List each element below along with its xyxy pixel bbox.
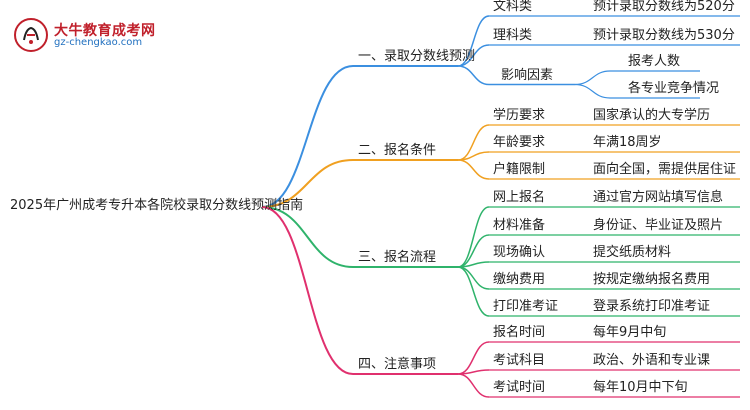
child-label: 影响因素 <box>501 67 554 83</box>
root-topic: 2025年广州成考专升本各院校录取分数线预测指南 <box>10 198 304 213</box>
leaf-value: 国家承认的大专学历 <box>593 108 711 123</box>
child-label: 材料准备 <box>493 218 546 233</box>
child-label: 考试科目 <box>493 353 546 368</box>
logo-name: 大牛教育成考网 <box>54 23 156 39</box>
child-label: 年龄要求 <box>493 135 546 150</box>
leaf-value: 每年10月中下旬 <box>593 380 688 395</box>
logo-url: gz-chengkao.com <box>54 37 143 48</box>
child-connector <box>457 234 490 268</box>
child-label: 理科类 <box>493 28 533 43</box>
leaf-value: 身份证、毕业证及照片 <box>593 218 724 233</box>
leaf-connector <box>574 70 611 86</box>
branch-connector <box>261 206 354 268</box>
child-label: 打印准考证 <box>493 299 559 314</box>
child-connector <box>457 65 490 86</box>
leaf-value: 年满18周岁 <box>593 135 662 150</box>
child-connector <box>457 159 490 180</box>
branch-connector <box>261 206 354 375</box>
logo-mark-icon <box>14 18 48 52</box>
child-label: 考试时间 <box>493 380 546 395</box>
leaf-value: 各专业竞争情况 <box>628 81 720 96</box>
leaf-value: 按规定缴纳报名费用 <box>593 272 711 287</box>
leaf-value: 提交纸质材料 <box>593 245 672 260</box>
leaf-value: 预计录取分数线为520分 <box>593 0 735 14</box>
child-connector <box>457 266 490 290</box>
branch-connector <box>261 159 354 208</box>
leaf-value: 通过官方网站填写信息 <box>593 190 724 205</box>
branch-connector <box>261 65 354 208</box>
leaf-value: 登录系统打印准考证 <box>593 299 711 314</box>
child-connector <box>457 341 490 375</box>
child-label: 现场确认 <box>493 245 546 260</box>
child-connector <box>457 15 490 67</box>
child-connector <box>457 44 490 67</box>
branch-label: 一、录取分数线预测 <box>358 49 476 64</box>
child-label: 户籍限制 <box>493 162 546 177</box>
leaf-value: 报考人数 <box>628 54 681 69</box>
leaf-value: 面向全国，需提供居住证 <box>593 162 737 177</box>
site-logo: 大牛教育成考网 gz-chengkao.com <box>14 18 164 52</box>
leaf-connector <box>574 83 611 99</box>
leaf-value: 每年9月中旬 <box>593 325 667 340</box>
child-connector <box>457 206 490 268</box>
leaf-value: 政治、外语和专业课 <box>593 353 711 368</box>
leaf-value: 预计录取分数线为530分 <box>593 28 735 43</box>
child-label: 报名时间 <box>493 325 546 340</box>
child-connector <box>457 266 490 317</box>
child-label: 缴纳费用 <box>493 272 546 287</box>
branch-label: 二、报名条件 <box>358 143 437 158</box>
child-connector <box>457 373 490 398</box>
branch-label: 四、注意事项 <box>358 357 437 372</box>
child-connector <box>457 124 490 161</box>
child-label: 网上报名 <box>493 190 546 205</box>
child-label: 学历要求 <box>493 108 546 123</box>
child-label: 文科类 <box>493 0 533 14</box>
branch-label: 三、报名流程 <box>358 250 437 265</box>
child-connector <box>457 369 490 375</box>
